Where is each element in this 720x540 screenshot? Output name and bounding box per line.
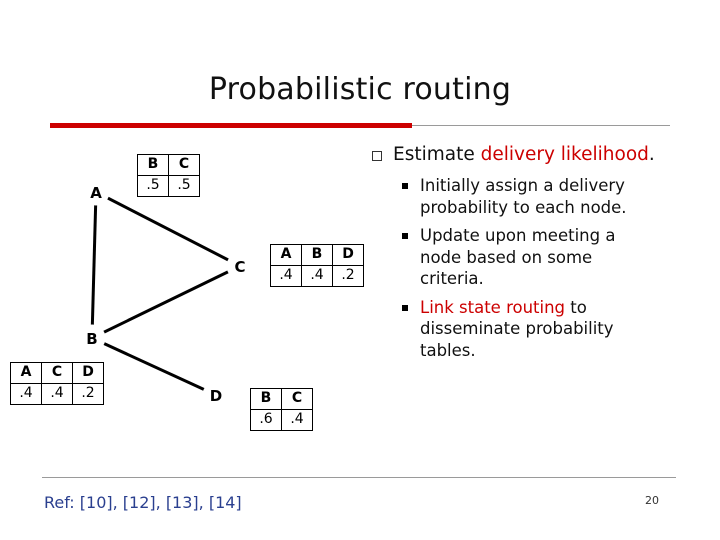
filled-square-bullet-icon (402, 304, 408, 311)
table-row: .4 .4 .2 (270, 265, 364, 287)
table-header-cell: C (168, 154, 200, 176)
bullet-level2-3: Link state routing to disseminate probab… (402, 297, 692, 362)
table-header-cell: C (281, 388, 313, 410)
table-value-cell: .2 (72, 383, 104, 405)
table-header-cell: D (332, 244, 364, 266)
table-header-cell: C (41, 362, 73, 384)
bullet-level1-text: Estimate delivery likelihood. (393, 142, 655, 167)
table-header-cell: A (270, 244, 302, 266)
bullet-list: Estimate delivery likelihood. Initially … (372, 142, 692, 368)
bullet-level2-2: Update upon meeting a node based on some… (402, 225, 692, 290)
table-row: .6 .4 (250, 409, 313, 431)
table-header-cell: B (250, 388, 282, 410)
table-row: A C D (10, 362, 104, 384)
title-underline-rule (412, 125, 670, 126)
table-row: B C (137, 154, 200, 176)
filled-square-bullet-icon (402, 233, 408, 239)
table-value-cell: .2 (332, 265, 364, 287)
node-label-a: A (90, 184, 102, 202)
bullet-level2-3-emphasis: Link state routing (420, 297, 566, 317)
reference-text: Ref: [10], [12], [13], [14] (44, 493, 242, 512)
open-square-bullet-icon (372, 151, 382, 161)
table-value-cell: .4 (10, 383, 42, 405)
table-header-cell: D (72, 362, 104, 384)
table-row: B C (250, 388, 313, 410)
bullet-level1: Estimate delivery likelihood. (372, 142, 692, 167)
table-header-cell: B (137, 154, 169, 176)
table-value-cell: .4 (281, 409, 313, 431)
bullet-sublist: Initially assign a delivery probability … (402, 175, 692, 361)
probabilistic-routing-diagram: A C B D B C .5 .5 A B D .4 .4 .2 (0, 130, 372, 460)
table-value-cell: .4 (301, 265, 333, 287)
bullet-level2-3-suffix: to disseminate probability tables. (420, 297, 614, 360)
probability-table-c: A B D .4 .4 .2 (270, 244, 364, 287)
table-row: A B D (270, 244, 364, 266)
node-label-b: B (86, 330, 98, 348)
page-title: Probabilistic routing (208, 72, 512, 107)
bullet-level1-prefix: Estimate (393, 144, 481, 165)
table-value-cell: .5 (168, 175, 200, 197)
bullet-level1-emphasis: delivery likelihood (480, 144, 649, 165)
node-label-c: C (234, 258, 246, 276)
probability-table-d: B C .6 .4 (250, 388, 313, 431)
page-number: 20 (645, 494, 659, 507)
table-header-cell: A (10, 362, 42, 384)
table-row: .4 .4 .2 (10, 383, 104, 405)
bullet-level1-suffix: . (648, 144, 655, 165)
diagram-edges (78, 178, 254, 409)
table-header-cell: B (301, 244, 333, 266)
table-value-cell: .6 (250, 409, 282, 431)
bullet-level2-1-text: Initially assign a delivery probability … (420, 176, 627, 217)
probability-table-a: B C .5 .5 (137, 154, 200, 197)
filled-square-bullet-icon (402, 183, 408, 189)
bullet-level2-1: Initially assign a delivery probability … (402, 175, 692, 218)
table-value-cell: .5 (137, 175, 169, 197)
footer-divider (42, 477, 676, 478)
table-value-cell: .4 (41, 383, 73, 405)
node-label-d: D (209, 387, 223, 405)
probability-table-b: A C D .4 .4 .2 (10, 362, 104, 405)
table-value-cell: .4 (270, 265, 302, 287)
bullet-level2-2-text: Update upon meeting a node based on some… (420, 226, 616, 288)
bullet-level2-3-text: Link state routing to disseminate probab… (420, 297, 634, 362)
table-row: .5 .5 (137, 175, 200, 197)
title-underline-accent (50, 123, 412, 128)
